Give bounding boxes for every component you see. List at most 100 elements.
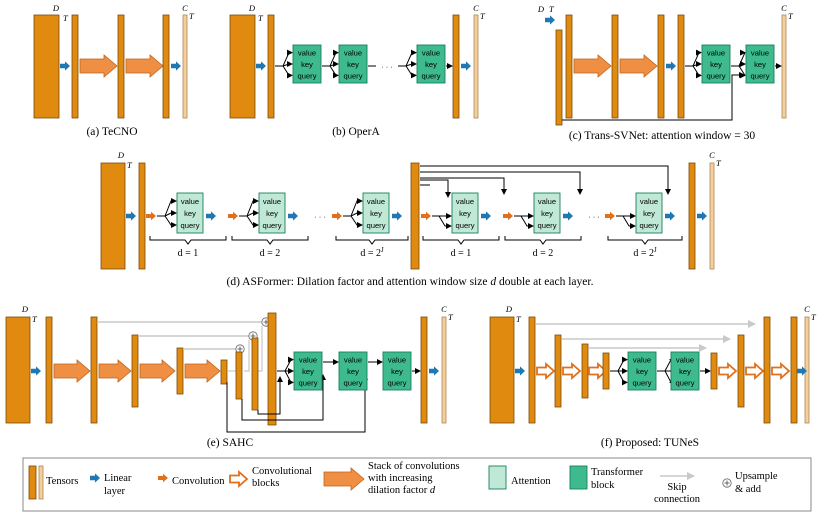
caption-asformer: (d) ASFormer: Dilation factor and attent… (227, 276, 594, 288)
sahc-d-label: D (21, 304, 29, 314)
legend-tensors-label: Tensors (46, 476, 79, 487)
asformer-dec-block-dec3 (635, 192, 663, 234)
attention-key-label: key (754, 60, 766, 69)
opera-fan-1-branch-2 (282, 65, 293, 79)
tunes-conv-block-arrow-6 (771, 362, 791, 380)
legend-attention-label: Attention (511, 476, 551, 487)
opera-fan-2-branch-2 (329, 65, 339, 79)
sahc-up-1 (257, 326, 263, 372)
asformer-block-enc2 (258, 192, 286, 234)
asformer-dec-linear-arrow-dec2 (563, 211, 573, 221)
tecno-t-label: T (63, 13, 69, 23)
transsvnet-transformer-block-2 (745, 44, 775, 84)
tunes-output-t-label: T (811, 312, 817, 322)
tunes-hidden-tensor-out (790, 316, 798, 424)
asformer-fan-enc1-branch-1 (164, 210, 177, 217)
attention-key-label: key (266, 209, 278, 218)
tecno-linear-arrow-2 (171, 61, 181, 71)
transsvnet-linear-arrow-1 (666, 61, 676, 71)
asformer-linear-arrow-layer-enc2 (288, 211, 298, 221)
transsvnet-cross-connection (562, 72, 745, 121)
legend-linear-icon (90, 473, 100, 483)
sahc-stack-arrow-3 (139, 359, 176, 383)
asformer-dlabel-enc3-base: d = 2 (360, 248, 381, 259)
asformer-dlabel-dec1: d = 1 (451, 248, 472, 259)
asformer-dlabel-enc3-exp: J (381, 246, 384, 254)
sahc-stack-arrow-2 (98, 359, 132, 383)
asformer-block-enc3 (362, 192, 390, 234)
transsvnet-hidden-tensor-3 (657, 14, 665, 119)
asformer-dlabel-enc3: d = 2J (360, 246, 384, 259)
asformer-block-enc1 (176, 192, 204, 234)
tecno-hidden-tensor-2 (117, 14, 125, 119)
legend-stack-label-3-var: d (430, 485, 436, 496)
sahc-upsample-add-3-cross (237, 346, 243, 352)
legend-conv-blocks-label-2: blocks (252, 478, 279, 489)
legend-tensor-icon (28, 465, 37, 500)
asformer-brace-dec3 (607, 236, 683, 245)
legend-conv-icon (158, 473, 168, 483)
attention-query-label: query (633, 378, 652, 387)
sahc-hidden-tensor-5 (220, 359, 228, 385)
asformer-ellipsis-enc: · · · (314, 212, 326, 221)
asformer-dec-query-dec1 (432, 215, 452, 229)
caption-tecno: (a) TeCNO (86, 126, 137, 138)
asformer-feed-dec1 (420, 177, 507, 195)
transsvnet-hidden-tensor-1 (565, 14, 573, 119)
asformer-dlabel-dec3-base: d = 2 (633, 248, 654, 259)
transsvnet-transformer-block-1 (701, 44, 731, 84)
transsvnet-side-tensor (555, 29, 563, 126)
sahc-hidden-tensor-1 (45, 316, 53, 424)
asformer-fan-enc3-branch-1 (350, 210, 363, 217)
transsvnet-stack-arrow-2 (619, 54, 658, 78)
legend-transformer-label-2: block (591, 480, 615, 491)
transsvnet-fan-1-branch-2 (692, 65, 702, 79)
attention-key-label: key (459, 209, 471, 218)
attention-key-label: key (347, 60, 359, 69)
asformer-dec-block-dec1 (451, 192, 479, 234)
tecno-c-label: C (182, 3, 188, 13)
attention-query-label: query (676, 378, 695, 387)
tecno-hidden-tensor-1 (71, 14, 79, 119)
sahc-output-tensor (441, 316, 447, 424)
attention-query-label: query (298, 71, 317, 80)
legend-frame (22, 457, 812, 512)
attention-value-label: value (422, 49, 440, 58)
attention-query-label: query (181, 221, 200, 230)
asformer-dlabel-enc1: d = 1 (178, 248, 199, 259)
opera-transformer-block-2 (338, 44, 368, 84)
sahc-decoder-tensor-1 (235, 351, 243, 400)
tunes-decoder-tensor-2 (737, 334, 745, 408)
legend-skip-label-1: Skip (667, 482, 686, 493)
tunes-hidden-tensor-1 (528, 316, 536, 424)
legend-stack-icon (323, 467, 365, 491)
attention-key-label: key (347, 367, 359, 376)
attention-query-label: query (707, 71, 726, 80)
opera-fan-2-branch-1 (329, 61, 339, 67)
legend-attention-icon (488, 465, 507, 490)
tunes-fan-1-branch-0 (617, 356, 628, 372)
opera-fan-3-branch-2 (405, 65, 417, 79)
sahc-transformer-block-3 (382, 351, 412, 391)
legend-upsample-icon-cross (724, 480, 730, 486)
sahc-transformer-block-2 (338, 351, 368, 391)
asformer-output-t-label: T (716, 158, 722, 168)
opera-fan-2-branch-0 (329, 49, 339, 67)
asformer-brace-enc3 (335, 236, 409, 245)
asformer-linear-arrow-out (697, 211, 707, 221)
attention-query-label: query (344, 378, 363, 387)
sahc-decoder-tensor-2 (251, 337, 259, 411)
tunes-transformer-block-1 (627, 351, 657, 391)
attention-value-label: value (299, 356, 317, 365)
asformer-dlabel-dec2: d = 2 (533, 248, 554, 259)
attention-value-label: value (388, 356, 406, 365)
asformer-encoder-output-tensor (410, 162, 420, 270)
legend-skip-label-2: connection (654, 494, 701, 505)
asformer-d-label: D (117, 150, 125, 160)
attention-key-label: key (643, 209, 655, 218)
caption-asformer-part-0: (d) ASFormer: Dilation factor and attent… (227, 276, 491, 288)
tunes-fan-1-branch-2 (617, 370, 628, 386)
opera-linear-arrow-1 (256, 61, 266, 71)
sahc-cross-3 (257, 376, 283, 415)
